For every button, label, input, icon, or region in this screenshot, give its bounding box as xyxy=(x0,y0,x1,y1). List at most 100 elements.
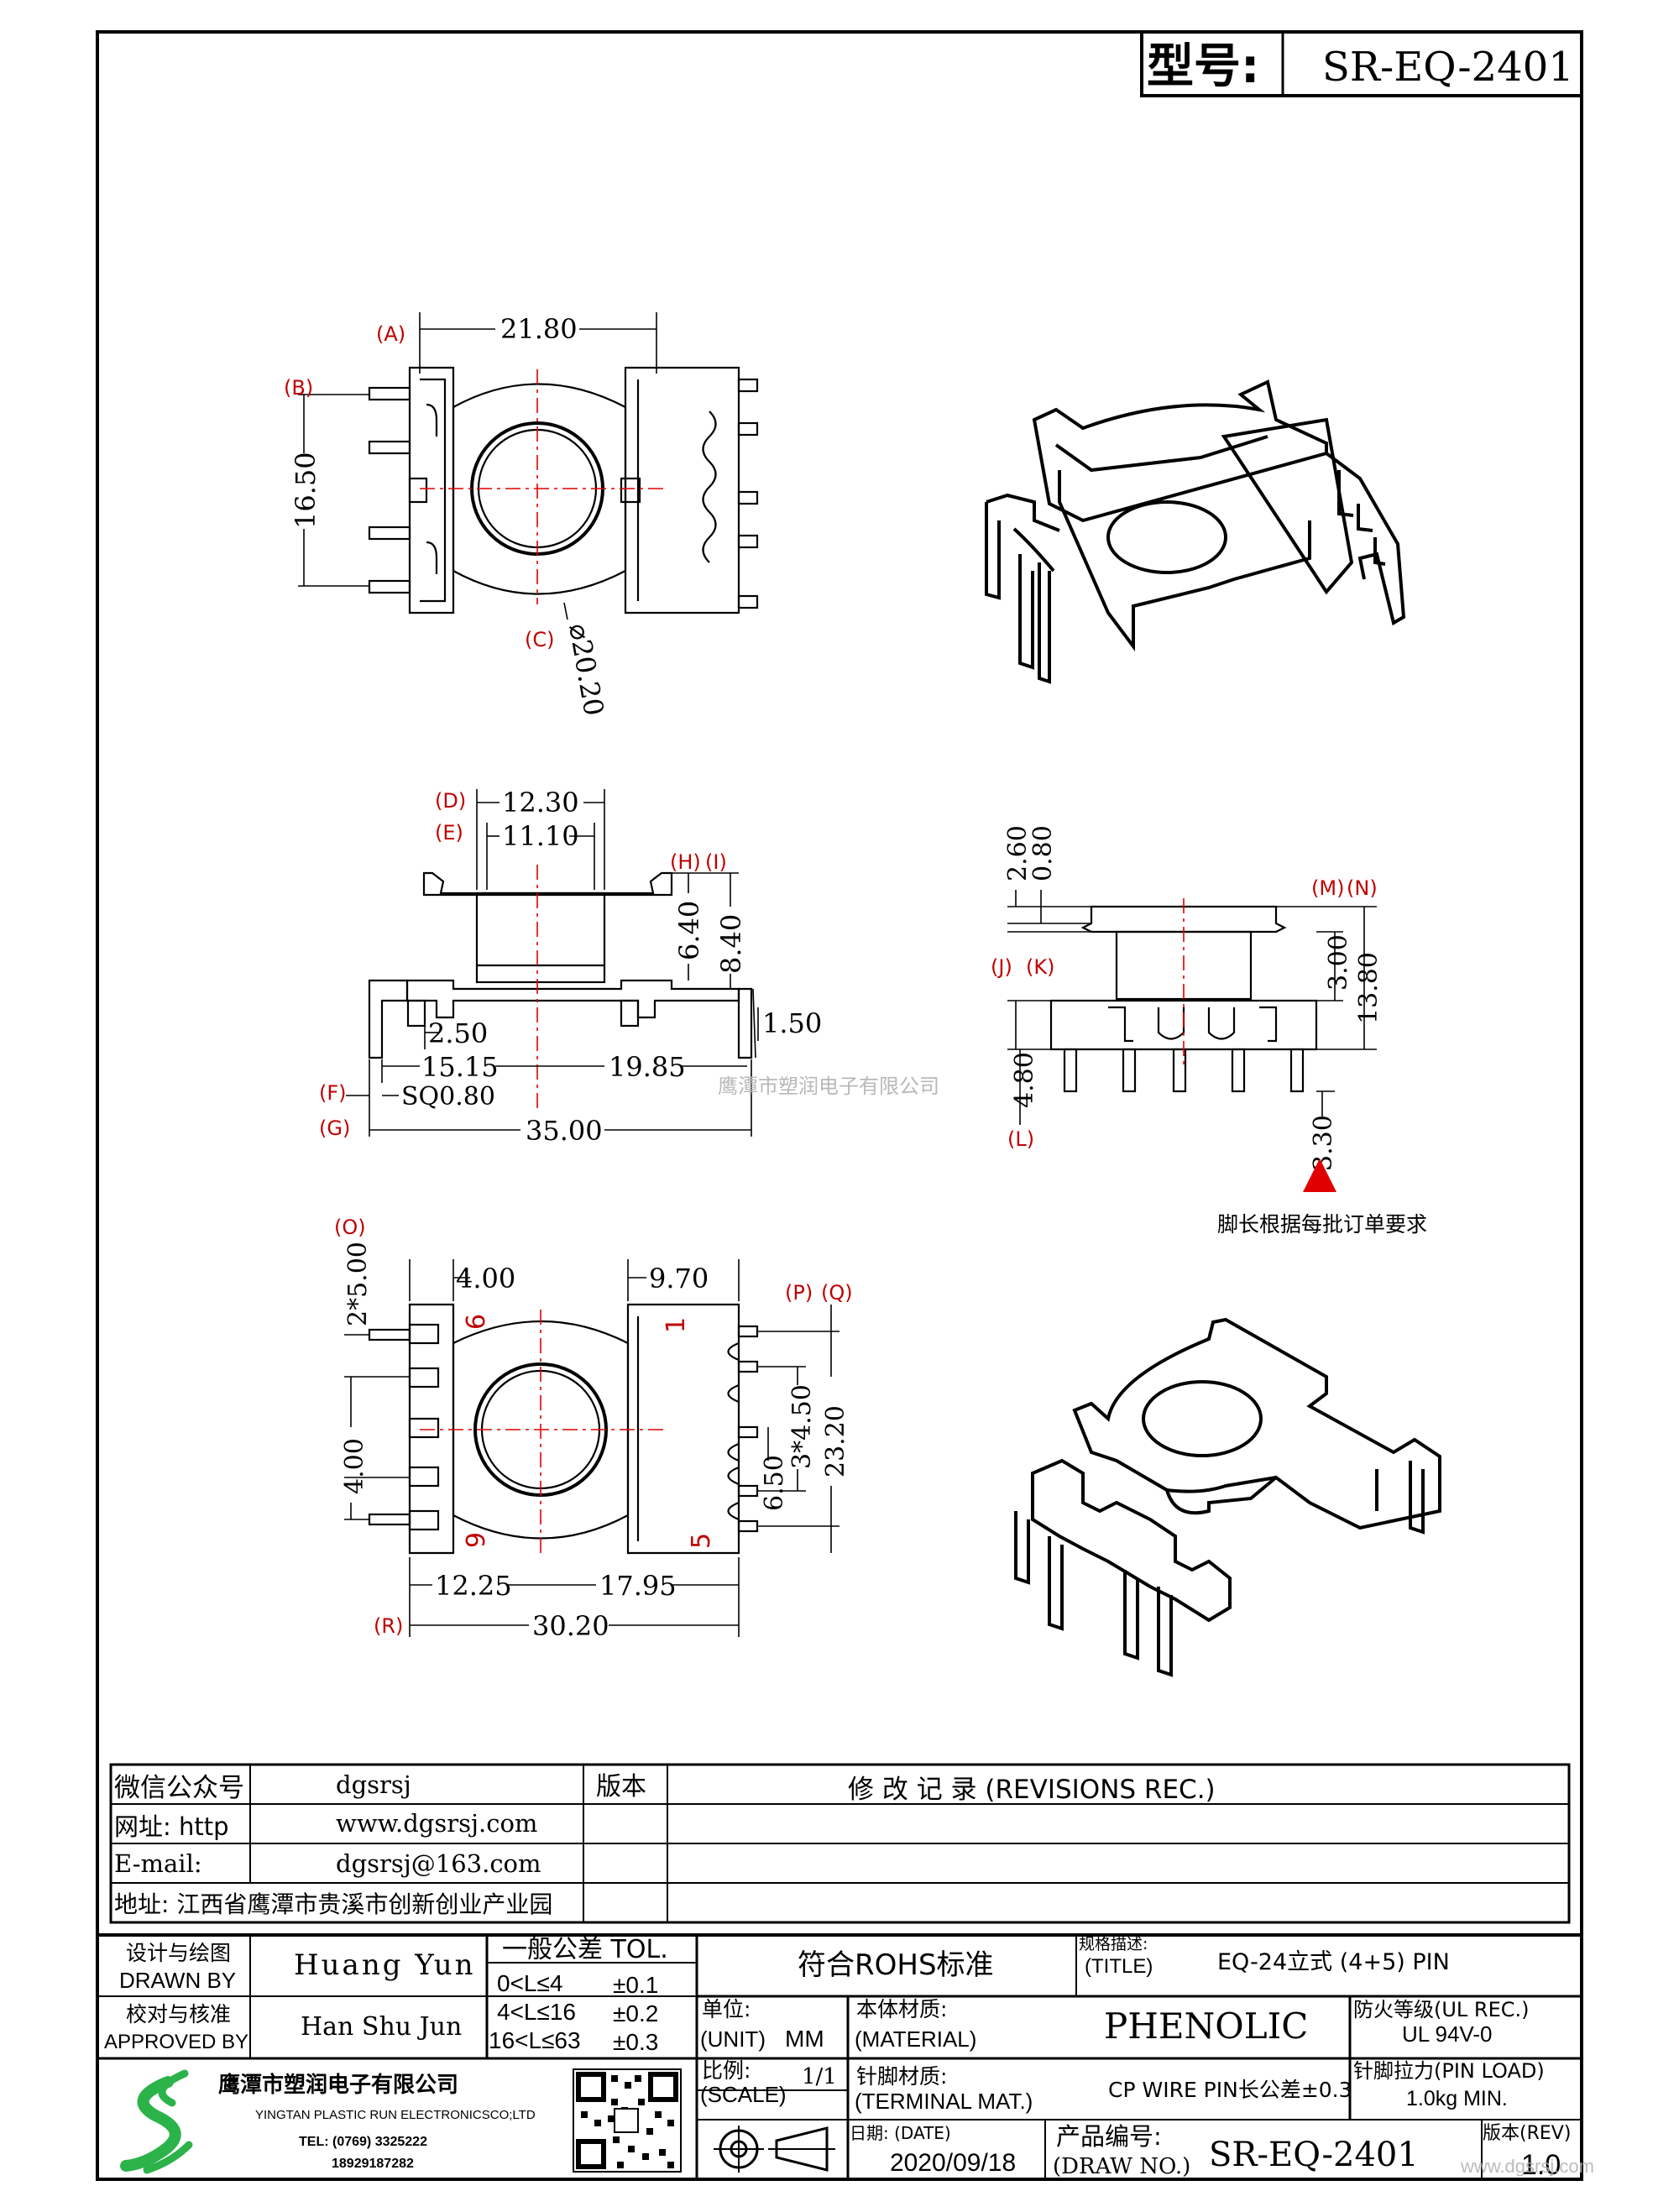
company-logo-icon xyxy=(120,2069,193,2174)
dim-side-13-80: 13.80 xyxy=(1354,952,1383,1024)
label-b: (B) xyxy=(284,376,313,400)
info-table: 微信公众号 dgsrsj 网址: http www.dgsrsj.com E-m… xyxy=(109,1763,1571,1924)
info-label-0: 微信公众号 xyxy=(114,1773,244,1803)
projection-symbol-icon xyxy=(714,2126,835,2173)
side-view: 2.60 0.80 (J) (K) 4.80 (L) 3.00 13.80 (M… xyxy=(991,825,1427,1237)
material-value: PHENOLIC xyxy=(1104,2005,1308,2047)
pinload-value: 1.0kg MIN. xyxy=(1406,2087,1508,2110)
info-value-1: www.dgsrsj.com xyxy=(336,1809,537,1838)
dim-side-4-80: 4.80 xyxy=(1010,1052,1039,1108)
label-a: (A) xyxy=(376,322,405,346)
terminal-value: CP WIRE PIN长公差±0.3 xyxy=(1108,2078,1352,2102)
model-value: SR-EQ-2401 xyxy=(1322,44,1574,91)
tol-range-0: 0<L≤4 xyxy=(497,1970,562,1996)
dim-side-0-80: 0.80 xyxy=(1028,825,1058,881)
approver-name: Han Shu Jun xyxy=(301,2012,462,2042)
model-header: 型号: SR-EQ-2401 xyxy=(1140,30,1583,97)
label-f: (F) xyxy=(319,1081,347,1105)
model-label: 型号: xyxy=(1147,39,1259,94)
front-view: 12.30 11.10 (D) (E) 6.40 8.40 (H) (I) 1.… xyxy=(319,787,822,1147)
qr-code-icon xyxy=(573,2068,682,2173)
revisions-header: 修 改 记 录 (REVISIONS REC.) xyxy=(848,1775,1216,1805)
pinload-label: 针脚拉力(PIN LOAD) xyxy=(1353,2059,1545,2083)
spec-label-en: (TITLE) xyxy=(1085,1955,1153,1978)
side-note: 脚长根据每批订单要求 xyxy=(1217,1212,1427,1237)
label-i: (I) xyxy=(705,850,727,874)
dim-bottom-3x4-50: 3*4.50 xyxy=(787,1384,817,1469)
terminal-label-cn: 针脚材质: xyxy=(856,2064,947,2089)
designer-label-en: DRAWN BY xyxy=(119,1968,236,1993)
scale-value: 1/1 xyxy=(802,2064,837,2089)
info-value-2: dgsrsj@163.com xyxy=(336,1849,541,1878)
dim-bottom-6-50: 6.50 xyxy=(760,1455,789,1511)
bottom-view: 9 6 1 5 4.00 9.70 (O) 2*5.00 4.00 6.50 3… xyxy=(334,1216,853,1642)
label-c: (C) xyxy=(525,628,554,651)
pin-9: 9 xyxy=(459,1314,489,1330)
dim-bottom-12-25: 12.25 xyxy=(435,1570,512,1602)
spec-value: EQ-24立式 (4+5) PIN xyxy=(1217,1949,1450,1975)
unit-label-cn: 单位: xyxy=(702,1997,751,2021)
dim-front-sq: SQ0.80 xyxy=(401,1082,495,1111)
isometric-view-top xyxy=(985,379,1406,684)
date-value: 2020/09/18 xyxy=(890,2149,1016,2177)
warning-arrow-icon xyxy=(1303,1158,1336,1192)
label-p: (P) xyxy=(785,1281,813,1305)
label-q: (Q) xyxy=(821,1281,853,1305)
dim-front-8-40: 8.40 xyxy=(715,914,747,974)
sheet-border xyxy=(96,30,1583,2181)
dim-front-2-50: 2.50 xyxy=(428,1017,488,1049)
tol-range-2: 16<L≤63 xyxy=(489,2027,581,2053)
company-tel: TEL: (0769) 3325222 xyxy=(299,2135,427,2149)
label-h: (H) xyxy=(670,850,701,874)
dim-front-19-85: 19.85 xyxy=(609,1051,686,1083)
dim-front-11-10: 11.10 xyxy=(502,820,579,852)
designer-label-cn: 设计与绘图 xyxy=(126,1941,231,1965)
title-block: 设计与绘图 DRAWN BY Huang Yun 校对与核准 APPROVED … xyxy=(96,1933,1594,2181)
top-view: 21.80 (A) 16.50 (B) ⌀20.20 (C) xyxy=(284,312,759,719)
approver-label-en: APPROVED BY xyxy=(104,2031,248,2053)
info-label-2: E-mail: xyxy=(114,1849,202,1878)
dim-bottom-9-70: 9.70 xyxy=(649,1263,709,1294)
isometric-view-bottom xyxy=(1014,1317,1441,1677)
material-label-en: (MATERIAL) xyxy=(855,2026,976,2052)
info-label-1: 网址: http xyxy=(114,1812,229,1841)
company-mobile: 18929187282 xyxy=(332,2157,414,2171)
pin-6: 6 xyxy=(459,1532,489,1548)
material-label-cn: 本体材质: xyxy=(856,1997,947,2021)
label-l: (L) xyxy=(1007,1127,1034,1151)
tol-title: 一般公差 TOL. xyxy=(502,1935,668,1964)
company-name-en: YINGTAN PLASTIC RUN ELECTRONICSCO;LTD xyxy=(255,2108,536,2122)
site-mark: www.dgsrsj.com xyxy=(1460,2156,1594,2177)
dim-bottom-4-00b: 4.00 xyxy=(340,1438,369,1494)
approver-label-cn: 校对与核准 xyxy=(126,2002,231,2026)
label-e: (E) xyxy=(435,821,463,845)
fire-value: UL 94V-0 xyxy=(1402,2021,1492,2047)
tol-value-1: ±0.2 xyxy=(613,2000,658,2026)
dim-bottom-2x5: 2*5.00 xyxy=(343,1242,373,1326)
dim-side-2-60: 2.60 xyxy=(1003,825,1033,881)
pin-1: 1 xyxy=(662,1317,691,1333)
scale-label-cn: 比例: xyxy=(702,2058,751,2083)
tol-value-2: ±0.3 xyxy=(613,2029,658,2055)
dim-bottom-4-00a: 4.00 xyxy=(456,1263,515,1294)
dim-bottom-30-20: 30.20 xyxy=(532,1610,609,1642)
rev-label: 版本(REV) xyxy=(1483,2123,1571,2144)
label-n: (N) xyxy=(1347,876,1378,900)
fire-label: 防火等级(UL REC.) xyxy=(1353,1998,1530,2021)
label-d: (D) xyxy=(435,789,466,813)
drawno-label-cn: 产品编号: xyxy=(1056,2122,1162,2151)
dim-front-35-00: 35.00 xyxy=(526,1115,603,1147)
rohs-statement: 符合ROHS标准 xyxy=(798,1948,994,1982)
dim-side-3-30: 3.30 xyxy=(1309,1115,1338,1171)
dim-bottom-17-95: 17.95 xyxy=(599,1570,677,1602)
spec-label-cn: 规格描述: xyxy=(1079,1935,1148,1953)
unit-label-en: (UNIT) xyxy=(700,2026,766,2052)
drawno-value: SR-EQ-2401 xyxy=(1209,2136,1419,2174)
designer-name: Huang Yun xyxy=(294,1948,476,1982)
dim-top-height: 16.50 xyxy=(290,452,322,529)
dim-top-diameter: ⌀20.20 xyxy=(562,621,610,719)
label-m: (M) xyxy=(1311,876,1344,900)
terminal-label-en: (TERMINAL MAT.) xyxy=(855,2089,1033,2114)
info-label-3: 地址: 江西省鹰潭市贵溪市创新创业产业园 xyxy=(114,1890,552,1918)
